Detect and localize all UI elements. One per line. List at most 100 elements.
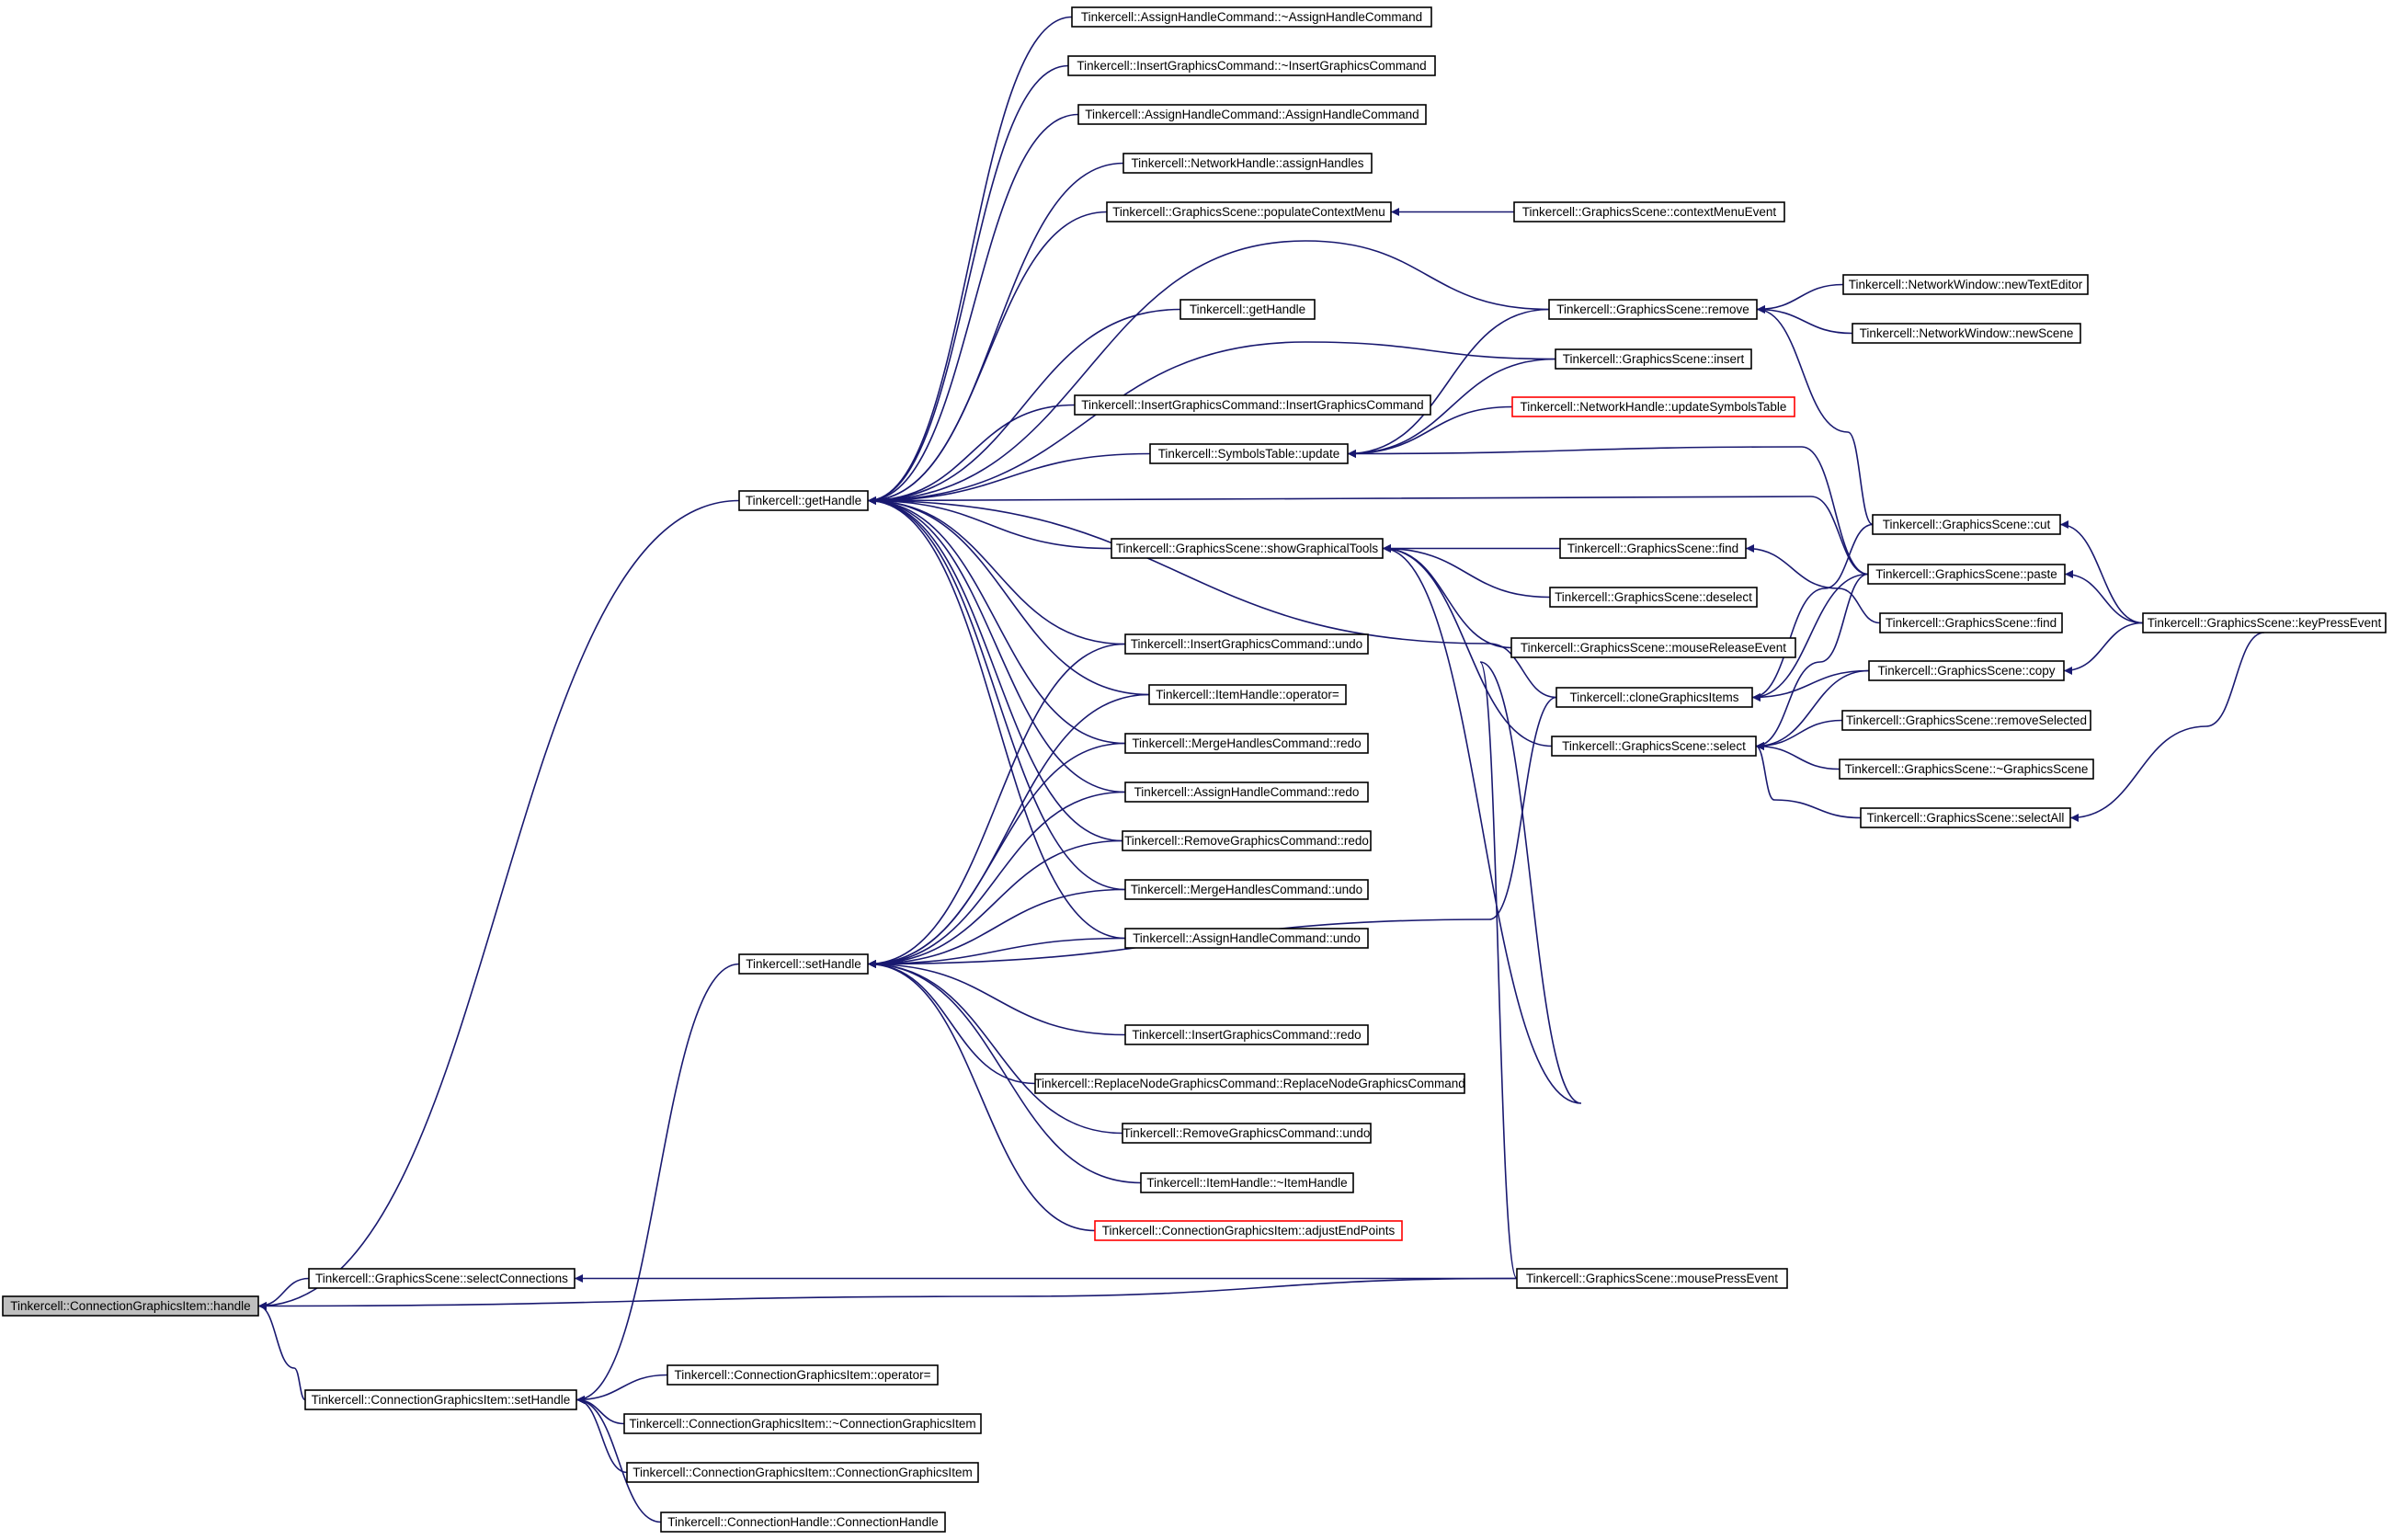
graph-node[interactable]: Tinkercell::GraphicsScene::insert [1555, 348, 1752, 370]
node-box [1122, 830, 1372, 851]
graph-node[interactable]: Tinkercell::SymbolsTable::update [1149, 443, 1349, 464]
graph-node[interactable]: Tinkercell::ItemHandle::operator= [1148, 684, 1347, 705]
graph-node[interactable]: Tinkercell::InsertGraphicsCommand::~Inse… [1067, 55, 1436, 76]
graph-node[interactable]: Tinkercell::AssignHandleCommand::~Assign… [1071, 6, 1432, 28]
graph-node[interactable]: Tinkercell::GraphicsScene::keyPressEvent [2142, 612, 2387, 633]
node-label: Tinkercell::GraphicsScene::removeSelecte… [1846, 713, 2087, 727]
call-edge [867, 496, 1126, 645]
graph-node[interactable]: Tinkercell::setHandle [738, 953, 869, 975]
graph-node[interactable]: Tinkercell::ConnectionGraphicsItem::~Con… [623, 1413, 982, 1434]
node-label: Tinkercell::NetworkWindow::newTextEditor [1849, 278, 2083, 291]
graph-node[interactable]: Tinkercell::GraphicsScene::populateConte… [1106, 201, 1392, 222]
call-edge [257, 499, 740, 1310]
node-label: Tinkercell::GraphicsScene::find [1886, 616, 2057, 630]
node-box [1842, 274, 2089, 295]
call-edge [1745, 544, 1881, 624]
node-box [1179, 299, 1316, 320]
graph-node[interactable]: Tinkercell::GraphicsScene::showGraphical… [1111, 538, 1384, 559]
call-edge [867, 696, 1557, 968]
node-label: Tinkercell::AssignHandleCommand::redo [1134, 785, 1360, 799]
graph-node[interactable]: Tinkercell::ReplaceNodeGraphicsCommand::… [1034, 1073, 1465, 1094]
graph-node[interactable]: Tinkercell::RemoveGraphicsCommand::undo [1122, 1123, 1372, 1144]
graph-node[interactable]: Tinkercell::getHandle [738, 490, 869, 511]
graph-node[interactable]: Tinkercell::GraphicsScene::find [1559, 538, 1747, 559]
graph-node[interactable]: Tinkercell::InsertGraphicsCommand::redo [1124, 1024, 1369, 1045]
node-box [1124, 781, 1369, 803]
graph-node[interactable]: Tinkercell::ConnectionGraphicsItem::Conn… [626, 1462, 979, 1483]
call-edge [1751, 669, 1870, 702]
graph-node[interactable]: Tinkercell::MergeHandlesCommand::undo [1124, 879, 1369, 900]
call-edge [1382, 544, 1582, 1280]
graph-node[interactable]: Tinkercell::GraphicsScene::copy [1868, 660, 2065, 681]
graph-node[interactable]: Tinkercell::GraphicsScene::contextMenuEv… [1513, 201, 1785, 222]
graph-node[interactable]: Tinkercell::ConnectionGraphicsItem::setH… [304, 1389, 577, 1410]
graph-node[interactable]: Tinkercell::RemoveGraphicsCommand::redo [1122, 830, 1372, 851]
call-edge [575, 1396, 625, 1425]
node-label: Tinkercell::GraphicsScene::selectAll [1867, 811, 2065, 825]
call-edge [1755, 719, 1843, 750]
graph-node[interactable]: Tinkercell::getHandle [1179, 299, 1316, 320]
call-edge [867, 742, 1126, 968]
graph-node[interactable]: Tinkercell::GraphicsScene::cut [1872, 514, 2061, 535]
graph-node[interactable]: Tinkercell::GraphicsScene::selectAll [1860, 807, 2071, 828]
node-label: Tinkercell::GraphicsScene::contextMenuEv… [1522, 205, 1777, 219]
call-edge [867, 64, 1069, 505]
call-edge [575, 963, 740, 1404]
call-edge [867, 452, 1151, 505]
graph-node[interactable]: Tinkercell::NetworkHandle::assignHandles [1122, 153, 1373, 174]
call-edge [867, 960, 1096, 1232]
graph-node[interactable]: Tinkercell::AssignHandleCommand::undo [1124, 928, 1369, 949]
node-box [1111, 538, 1384, 559]
node-layer: Tinkercell::ConnectionGraphicsItem::hand… [2, 6, 2387, 1533]
node-label: Tinkercell::ConnectionGraphicsItem::Conn… [632, 1466, 972, 1479]
node-box [304, 1389, 577, 1410]
graph-node[interactable]: Tinkercell::GraphicsScene::find [1879, 612, 2063, 633]
graph-node[interactable]: Tinkercell::InsertGraphicsCommand::undo [1124, 633, 1369, 655]
call-edge [1751, 523, 1874, 702]
graph-node[interactable]: Tinkercell::NetworkWindow::newScene [1852, 323, 2081, 344]
node-label: Tinkercell::ItemHandle::~ItemHandle [1146, 1176, 1347, 1190]
node-box [626, 1462, 979, 1483]
node-label: Tinkercell::MergeHandlesCommand::undo [1131, 883, 1362, 896]
graph-node[interactable]: Tinkercell::AssignHandleCommand::AssignH… [1077, 104, 1427, 125]
node-box [1074, 394, 1431, 416]
graph-node[interactable]: Tinkercell::InsertGraphicsCommand::Inser… [1074, 394, 1431, 416]
graph-node[interactable]: Tinkercell::GraphicsScene::deselect [1549, 587, 1758, 608]
graph-node[interactable]: Tinkercell::ConnectionHandle::Connection… [660, 1511, 946, 1533]
graph-node[interactable]: Tinkercell::NetworkWindow::newTextEditor [1842, 274, 2089, 295]
call-edge [867, 960, 1036, 1085]
graph-node[interactable]: Tinkercell::GraphicsScene::mousePressEve… [1516, 1268, 1788, 1289]
node-box [1124, 633, 1369, 655]
graph-node[interactable]: Tinkercell::GraphicsScene::paste [1867, 564, 2066, 585]
graph-node[interactable]: Tinkercell::ConnectionGraphicsItem::adju… [1094, 1220, 1403, 1241]
graph-node[interactable]: Tinkercell::AssignHandleCommand::redo [1124, 781, 1369, 803]
node-box [1124, 879, 1369, 900]
graph-node[interactable]: Tinkercell::GraphicsScene::~GraphicsScen… [1839, 759, 2094, 780]
node-box [1841, 710, 2091, 731]
graph-node[interactable]: Tinkercell::ConnectionGraphicsItem::oper… [667, 1364, 939, 1386]
graph-node[interactable]: Tinkercell::GraphicsScene::mouseReleaseE… [1510, 637, 1796, 658]
node-label: Tinkercell::ConnectionHandle::Connection… [667, 1515, 938, 1529]
graph-node[interactable]: Tinkercell::GraphicsScene::remove [1548, 299, 1758, 320]
node-label: Tinkercell::getHandle [746, 494, 861, 508]
graph-node[interactable]: Tinkercell::ItemHandle::~ItemHandle [1140, 1172, 1354, 1193]
node-label: Tinkercell::GraphicsScene::~GraphicsScen… [1845, 762, 2089, 776]
node-label: Tinkercell::AssignHandleCommand::AssignH… [1085, 108, 1419, 121]
call-edge [867, 496, 1869, 576]
call-edge [1755, 742, 1862, 819]
graph-node[interactable]: Tinkercell::cloneGraphicsItems [1555, 687, 1753, 708]
call-edge [1751, 573, 1869, 702]
call-edge [867, 960, 1123, 1135]
graph-node[interactable]: Tinkercell::GraphicsScene::select [1551, 736, 1757, 757]
node-label: Tinkercell::getHandle [1190, 302, 1305, 316]
node-label: Tinkercell::GraphicsScene::cut [1883, 518, 2051, 531]
graph-node[interactable]: Tinkercell::MergeHandlesCommand::redo [1124, 733, 1369, 754]
graph-node[interactable]: Tinkercell::NetworkHandle::updateSymbols… [1511, 396, 1795, 417]
node-label: Tinkercell::RemoveGraphicsCommand::redo [1124, 834, 1369, 848]
call-edge [867, 496, 1112, 550]
graph-node[interactable]: Tinkercell::GraphicsScene::removeSelecte… [1841, 710, 2091, 731]
call-edge [1382, 544, 1551, 599]
call-edge [1756, 305, 1853, 335]
graph-node[interactable]: Tinkercell::GraphicsScene::selectConnect… [308, 1268, 575, 1289]
node-box [1122, 1123, 1372, 1144]
